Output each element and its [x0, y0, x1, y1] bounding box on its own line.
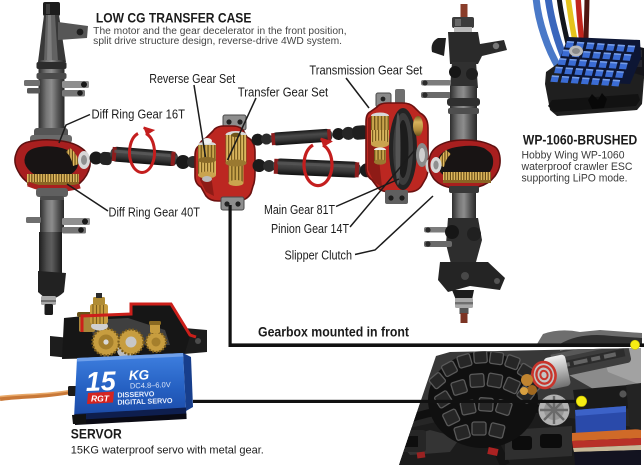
svg-text:waterproof crawler ESC: waterproof crawler ESC: [521, 161, 633, 173]
svg-text:Transfer Gear Set: Transfer Gear Set: [238, 85, 329, 99]
svg-text:Gearbox mounted in front: Gearbox mounted in front: [258, 325, 409, 340]
svg-text:split drive structure design,: split drive structure design, reverse-dr…: [93, 36, 342, 47]
svg-text:Diff Ring Gear 40T: Diff Ring Gear 40T: [109, 206, 201, 220]
svg-text:15KG waterproof servo with met: 15KG waterproof servo with metal gear.: [71, 445, 264, 457]
svg-text:Slipper Clutch: Slipper Clutch: [285, 249, 353, 263]
svg-text:Pinion Gear 14T: Pinion Gear 14T: [271, 222, 349, 236]
svg-text:LOW CG TRANSFER CASE: LOW CG TRANSFER CASE: [96, 10, 252, 25]
svg-text:WP-1060-BRUSHED: WP-1060-BRUSHED: [523, 133, 638, 148]
svg-text:DIGITAL SERVO: DIGITAL SERVO: [117, 396, 173, 407]
svg-text:supporting LiPO mode.: supporting LiPO mode.: [522, 172, 628, 184]
svg-text:Main Gear 81T: Main Gear 81T: [264, 203, 335, 217]
svg-text:SERVOR: SERVOR: [71, 427, 122, 442]
svg-text:Diff Ring Gear 16T: Diff Ring Gear 16T: [92, 108, 186, 122]
svg-text:DISSERVO: DISSERVO: [117, 389, 155, 399]
svg-text:KG: KG: [129, 367, 150, 383]
svg-text:Reverse Gear Set: Reverse Gear Set: [149, 72, 235, 86]
svg-text:Transmission Gear Set: Transmission Gear Set: [309, 63, 422, 77]
svg-text:Hobby Wing WP-1060: Hobby Wing WP-1060: [522, 150, 625, 162]
svg-text:RGT: RGT: [91, 394, 110, 404]
svg-text:The motor and the gear deceler: The motor and the gear decelerator in th…: [93, 26, 346, 37]
svg-text:DC4.8–6.0V: DC4.8–6.0V: [130, 380, 171, 390]
